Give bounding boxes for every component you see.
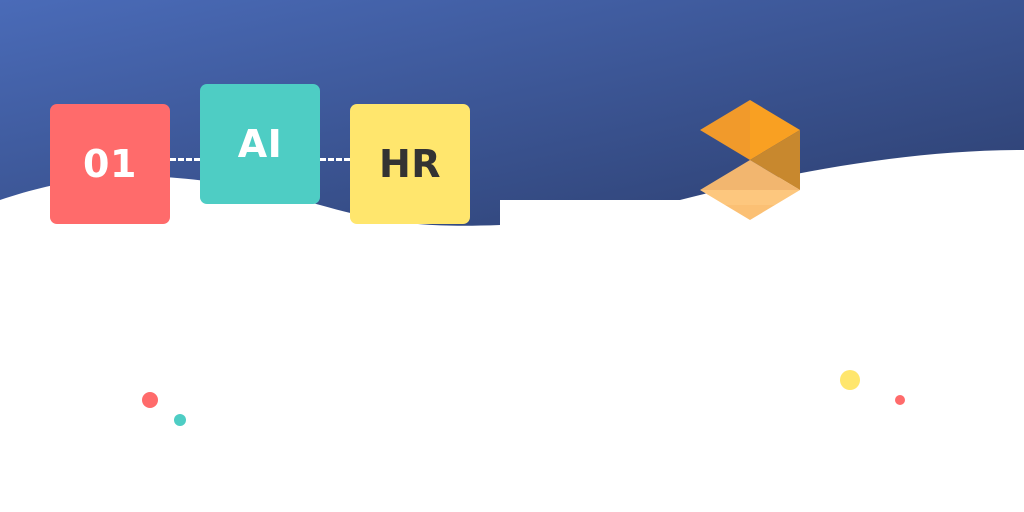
tile-hr-label: HR	[378, 142, 442, 186]
decor-dot-yellow	[840, 370, 860, 390]
tile-ai-label: AI	[237, 122, 283, 166]
connector-dashed-1	[170, 158, 200, 161]
connector-dashed-2	[320, 158, 350, 161]
decor-dot-teal-small	[174, 414, 186, 426]
decor-dot-red-large	[142, 392, 158, 408]
tile-01: 01	[50, 104, 170, 224]
tile-hr: HR	[350, 104, 470, 224]
tile-01-label: 01	[83, 142, 137, 186]
orange-geometric-logo-icon	[700, 100, 800, 220]
tile-ai: AI	[200, 84, 320, 204]
decor-dot-red-small	[895, 395, 905, 405]
